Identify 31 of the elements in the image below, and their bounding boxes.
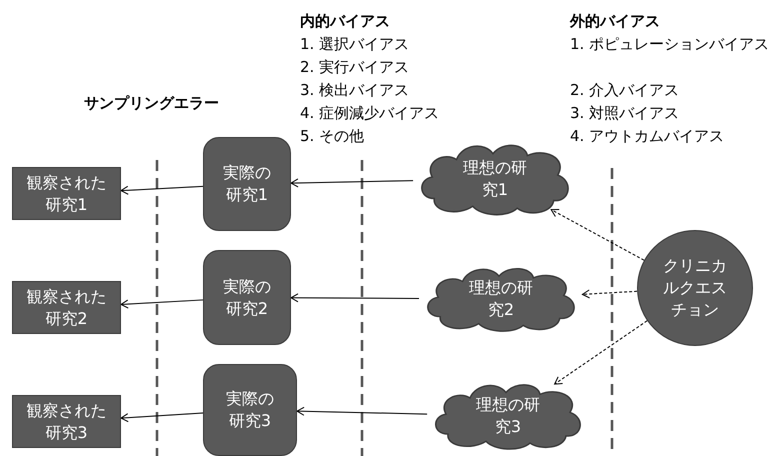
list-item: 2. 実行バイアス — [300, 57, 410, 78]
study-box: 実際の研究3 — [203, 364, 297, 456]
arrow — [120, 186, 204, 195]
node-text: 理想の研究1 — [462, 157, 528, 201]
list-item: 4. 症例減少バイアス — [300, 103, 440, 124]
arrow — [550, 208, 645, 261]
list-item: 3. 検出バイアス — [300, 80, 410, 101]
observed-study-box: 観察された研究2 — [12, 281, 121, 334]
heading: 外的バイアス — [570, 11, 661, 32]
list-item: 1. 選択バイアス — [300, 34, 410, 55]
question-circle: クリニカルクエスチョン — [637, 230, 753, 346]
observed-study-box: 観察された研究1 — [12, 167, 121, 220]
node-text: 理想の研究3 — [475, 394, 541, 438]
study-box: 実際の研究1 — [203, 137, 291, 231]
list-item: 5. その他 — [300, 126, 366, 147]
observed-study-box: 観察された研究3 — [12, 395, 121, 448]
heading: サンプリングエラー — [84, 93, 220, 114]
study-box: 実際の研究2 — [203, 250, 291, 345]
heading: 内的バイアス — [300, 11, 391, 32]
arrow — [582, 290, 638, 298]
arrow — [120, 412, 204, 422]
list-item: 2. 介入バイアス — [570, 80, 680, 101]
arrow — [290, 178, 414, 188]
arrow — [554, 320, 648, 385]
arrow — [290, 293, 420, 302]
arrow — [120, 299, 204, 309]
node-text: 理想の研究2 — [468, 277, 534, 321]
list-item: 3. 対照バイアス — [570, 103, 680, 124]
list-item: 4. アウトカムバイアス — [570, 126, 726, 147]
arrow — [296, 406, 428, 416]
list-item: 1. ポピュレーションバイアス — [570, 34, 770, 55]
